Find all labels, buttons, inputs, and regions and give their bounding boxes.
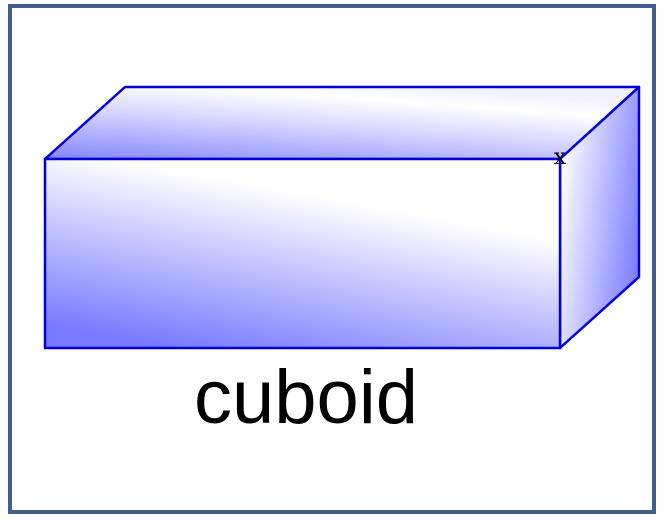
diagram-caption: cuboid: [194, 355, 418, 440]
cuboid-front-face: [43, 157, 562, 350]
vertex-label: x: [554, 145, 567, 170]
cuboid-top-face: [43, 85, 641, 161]
